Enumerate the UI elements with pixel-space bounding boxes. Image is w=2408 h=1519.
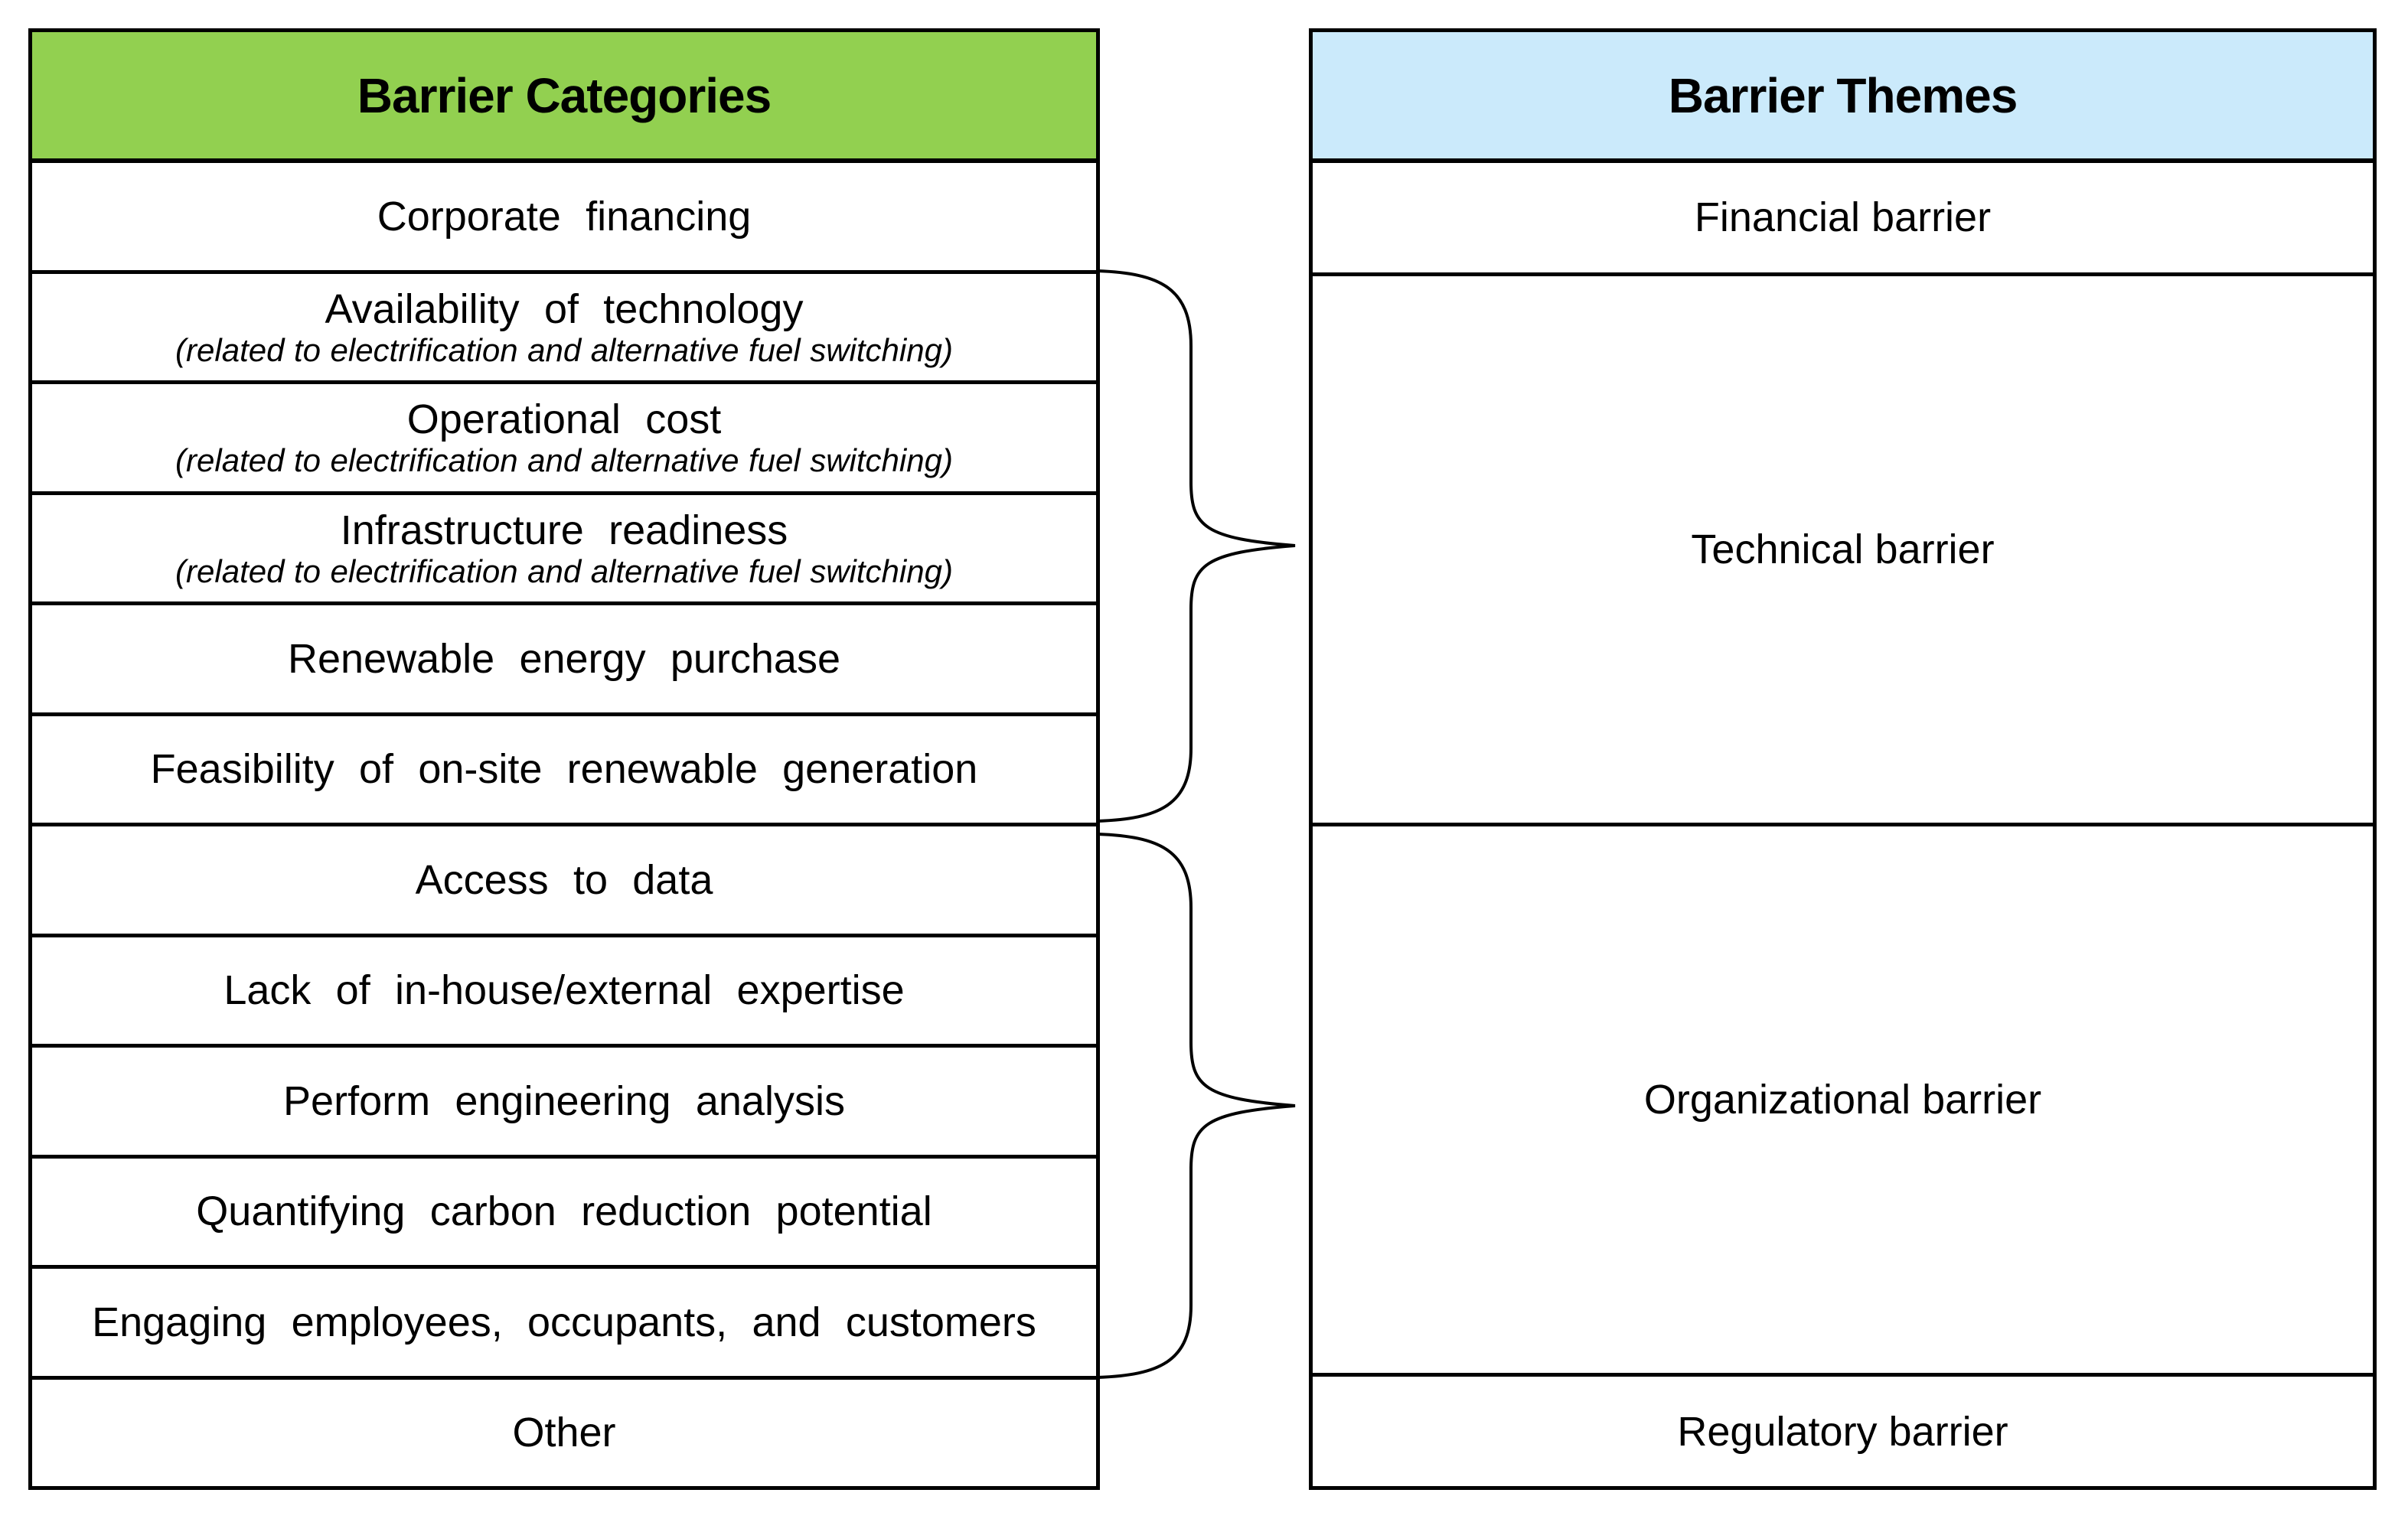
category-title: Perform engineering analysis xyxy=(283,1077,845,1124)
theme-label: Technical barrier xyxy=(1691,526,1995,572)
category-title: Operational cost xyxy=(406,396,722,442)
category-row-feasibility-onsite-renewable: Feasibility of on-site renewable generat… xyxy=(32,716,1096,826)
category-row-quantifying-carbon-reduction: Quantifying carbon reduction potential xyxy=(32,1159,1096,1269)
category-title: Corporate financing xyxy=(377,193,752,240)
category-row-availability-of-technology: Availability of technology (related to e… xyxy=(32,274,1096,384)
theme-row-technical-barrier: Technical barrier xyxy=(1313,276,2373,826)
organizational-barrier-brace xyxy=(1096,833,1296,1379)
technical-barrier-brace xyxy=(1096,269,1296,823)
category-row-renewable-energy-purchase: Renewable energy purchase xyxy=(32,605,1096,716)
barrier-themes-header: Barrier Themes xyxy=(1313,32,2373,163)
barrier-categories-header: Barrier Categories xyxy=(32,32,1096,163)
category-row-lack-of-expertise: Lack of in-house/external expertise xyxy=(32,937,1096,1048)
barrier-themes-table: Barrier Themes Financial barrier Technic… xyxy=(1309,28,2377,1490)
theme-label: Regulatory barrier xyxy=(1677,1408,2008,1455)
barrier-themes-rows: Financial barrier Technical barrier Orga… xyxy=(1313,163,2373,1486)
category-title: Infrastructure readiness xyxy=(340,507,788,553)
category-row-corporate-financing: Corporate financing xyxy=(32,163,1096,274)
category-title: Engaging employees, occupants, and custo… xyxy=(92,1299,1036,1345)
category-title: Feasibility of on-site renewable generat… xyxy=(150,746,978,793)
theme-row-organizational-barrier: Organizational barrier xyxy=(1313,826,2373,1377)
category-row-perform-engineering-analysis: Perform engineering analysis xyxy=(32,1048,1096,1159)
category-note: (related to electrification and alternat… xyxy=(175,553,953,589)
category-note: (related to electrification and alternat… xyxy=(175,331,953,368)
category-title: Availability of technology xyxy=(325,285,804,332)
category-title: Access to data xyxy=(415,856,713,903)
category-title: Lack of in-house/external expertise xyxy=(224,967,905,1014)
theme-row-regulatory-barrier: Regulatory barrier xyxy=(1313,1377,2373,1486)
barrier-categories-table: Barrier Categories Corporate financing A… xyxy=(28,28,1100,1490)
theme-label: Financial barrier xyxy=(1694,194,1992,241)
category-title: Quantifying carbon reduction potential xyxy=(196,1188,932,1235)
category-title: Other xyxy=(512,1410,616,1456)
category-row-engaging-employees: Engaging employees, occupants, and custo… xyxy=(32,1269,1096,1380)
category-row-operational-cost: Operational cost (related to electrifica… xyxy=(32,384,1096,495)
category-row-access-to-data: Access to data xyxy=(32,826,1096,937)
category-title: Renewable energy purchase xyxy=(287,635,840,682)
theme-label: Organizational barrier xyxy=(1643,1077,2042,1123)
barrier-categories-rows: Corporate financing Availability of tech… xyxy=(32,163,1096,1486)
theme-row-financial-barrier: Financial barrier xyxy=(1313,163,2373,276)
category-row-other: Other xyxy=(32,1380,1096,1487)
category-note: (related to electrification and alternat… xyxy=(175,442,953,479)
category-row-infrastructure-readiness: Infrastructure readiness (related to ele… xyxy=(32,495,1096,605)
